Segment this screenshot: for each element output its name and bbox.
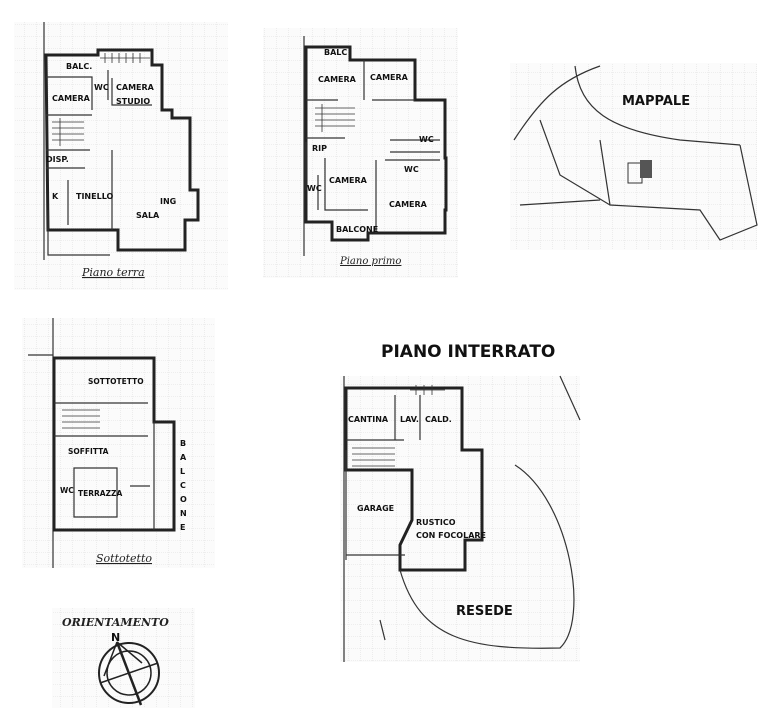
room-label: CANTINA [348, 415, 389, 424]
room-label: LAV. [400, 415, 419, 424]
room-label: WC [307, 184, 322, 193]
room-label: CALD. [425, 415, 452, 424]
sottotetto-plan: SOTTOTETTO SOFFITTA WC TERRAZZA B A L C … [22, 318, 215, 568]
piano-primo-caption: Piano primo [339, 256, 401, 267]
room-label: SALA [136, 211, 160, 220]
room-label: DISP. [46, 155, 69, 164]
room-label: BALC [324, 48, 347, 57]
room-label: RUSTICO [416, 518, 456, 527]
room-label: WC [94, 83, 109, 92]
balcone-letter: C [180, 481, 186, 490]
room-label: WC [404, 165, 419, 174]
room-label: CAMERA [329, 176, 368, 185]
room-label: GARAGE [357, 504, 394, 513]
room-label: WC [60, 486, 74, 495]
balcone-letter: N [180, 509, 187, 518]
balcone-letter: E [180, 523, 185, 532]
orientation-compass: ORIENTAMENTO N [52, 608, 195, 708]
balcone-letter: O [180, 495, 187, 504]
piano-interrato-plan: CANTINA LAV. CALD. GARAGE RUSTICO CON FO… [340, 375, 581, 662]
orientamento-title: ORIENTAMENTO [62, 616, 169, 629]
room-label: SOFFITTA [68, 447, 109, 456]
room-label: RIP [312, 144, 327, 153]
room-label: CAMERA [52, 94, 91, 103]
room-label: CAMERA [370, 73, 409, 82]
room-label: BALCONE [336, 225, 378, 234]
balcone-vertical-label: B A L C O N E [180, 439, 187, 532]
room-label: CAMERA [389, 200, 428, 209]
balcone-letter: B [180, 439, 186, 448]
room-label: WC [419, 135, 434, 144]
mappale-title: MAPPALE [622, 94, 690, 109]
room-label: RESEDE [456, 604, 513, 619]
mappale-plan: MAPPALE [510, 63, 758, 250]
piano-primo-plan: BALC CAMERA CAMERA RIP WC WC CAMERA WC C… [263, 28, 458, 278]
north-label: N [111, 631, 120, 644]
sottotetto-caption: Sottotetto [96, 552, 152, 565]
room-label: SOTTOTETTO [88, 377, 144, 386]
room-label: CON FOCOLARE [416, 531, 486, 540]
room-label: TINELLO [76, 192, 114, 201]
room-label: ING [160, 197, 176, 206]
room-label: STUDIO [116, 97, 150, 106]
balcone-letter: A [180, 453, 187, 462]
room-label: TERRAZZA [78, 489, 122, 498]
room-label: CAMERA [116, 83, 155, 92]
balcone-letter: L [180, 467, 185, 476]
piano-terra-plan: BALC. CAMERA WC CAMERA STUDIO DISP. K TI… [14, 22, 228, 290]
compass-icon [98, 641, 160, 706]
room-label: K [52, 192, 59, 201]
room-label: CAMERA [318, 75, 357, 84]
piano-interrato-title: PIANO INTERRATO [381, 342, 555, 362]
room-label: BALC. [66, 62, 92, 71]
piano-terra-caption: Piano terra [81, 266, 145, 279]
